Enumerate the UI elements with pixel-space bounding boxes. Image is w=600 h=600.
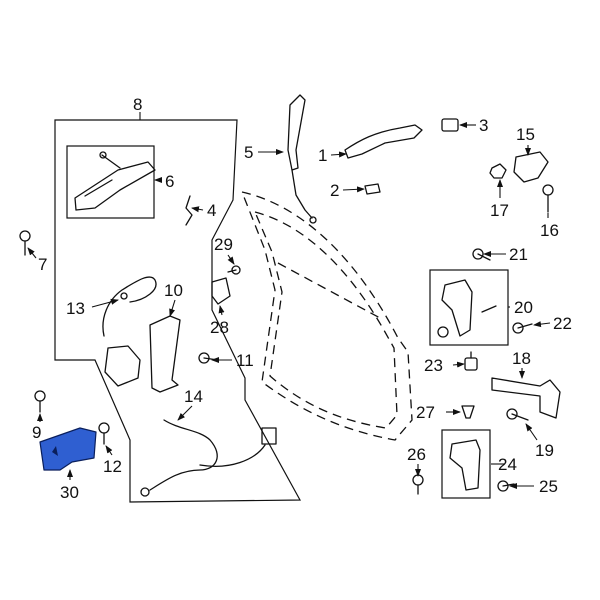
part-27-pin xyxy=(461,405,475,419)
part-22-bolt xyxy=(512,322,533,334)
part-9-bolt xyxy=(34,390,46,413)
part-24-lower-hinge xyxy=(449,439,481,491)
label-part-15: 15 xyxy=(516,125,535,144)
label-part-27: 27 xyxy=(416,403,435,422)
label-part-17: 17 xyxy=(490,201,509,220)
label-part-14: 14 xyxy=(184,387,203,406)
door-panel-outline xyxy=(54,119,302,503)
part-18-check-arm xyxy=(491,377,561,419)
leader-lines xyxy=(27,112,551,489)
part-11-screw xyxy=(198,352,219,364)
part-19-bolt xyxy=(506,408,529,421)
label-part-25: 25 xyxy=(539,477,558,496)
part-5-frame xyxy=(287,94,317,224)
part-16-bolt xyxy=(542,184,554,213)
part-2-block xyxy=(364,183,381,195)
part-7-bolt xyxy=(19,230,31,256)
door-dashed-outline xyxy=(240,191,413,441)
part-28-bracket xyxy=(211,277,231,305)
label-part-24: 24 xyxy=(498,455,517,474)
part-4-rod xyxy=(185,195,193,226)
part-30-hole xyxy=(52,446,58,456)
part-24-group-box xyxy=(441,429,491,499)
label-part-23: 23 xyxy=(424,356,443,375)
latch-piece xyxy=(104,345,141,387)
label-part-18: 18 xyxy=(512,349,531,368)
part-12-bolt xyxy=(98,422,110,445)
label-part-16: 16 xyxy=(540,221,559,240)
label-part-29: 29 xyxy=(214,235,233,254)
label-part-5: 5 xyxy=(244,143,253,162)
label-part-2: 2 xyxy=(330,181,339,200)
part-23-stud xyxy=(464,351,478,371)
label-part-22: 22 xyxy=(553,314,572,333)
label-part-19: 19 xyxy=(535,441,554,460)
part-6-group-box xyxy=(66,145,155,219)
part-10-bracket xyxy=(149,315,181,393)
part-20-group-box xyxy=(429,269,509,346)
label-part-9: 9 xyxy=(32,423,41,442)
label-part-20: 20 xyxy=(514,298,533,317)
part-26-bolt xyxy=(412,474,424,495)
label-part-8: 8 xyxy=(133,95,142,114)
label-part-10: 10 xyxy=(164,281,183,300)
part-14-harness xyxy=(140,419,277,497)
label-part-28: 28 xyxy=(210,318,229,337)
part-1-outer-handle xyxy=(344,124,423,159)
part-13-cable xyxy=(102,276,157,337)
part-labels: 8 6 4 5 1 2 3 15 17 16 21 20 22 23 18 27… xyxy=(32,95,572,502)
label-part-26: 26 xyxy=(407,445,426,464)
label-part-13: 13 xyxy=(66,299,85,318)
part-15-striker xyxy=(513,151,549,183)
part-17-nut xyxy=(489,163,507,179)
part-6-inner-handle xyxy=(74,151,156,211)
label-part-7: 7 xyxy=(38,255,47,274)
label-part-11: 11 xyxy=(236,351,254,370)
label-part-4: 4 xyxy=(207,201,216,220)
part-3-cap xyxy=(441,118,459,132)
label-part-21: 21 xyxy=(509,245,528,264)
part-29-screw xyxy=(227,265,241,275)
part-20-hinge xyxy=(437,279,497,338)
label-part-12: 12 xyxy=(103,457,122,476)
label-part-1: 1 xyxy=(318,146,327,165)
label-part-30: 30 xyxy=(60,483,79,502)
label-part-3: 3 xyxy=(479,116,488,135)
label-part-6: 6 xyxy=(165,172,174,191)
part-30-highlighted-bracket[interactable] xyxy=(39,427,97,471)
